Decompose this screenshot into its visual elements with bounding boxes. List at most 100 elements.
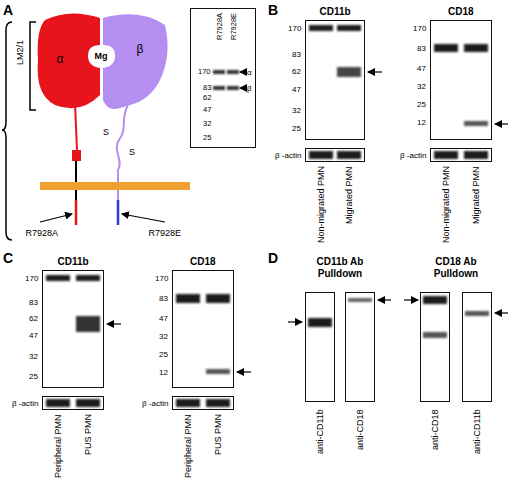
- beta-stem: [117, 105, 128, 225]
- pulldown-strip: anti-CD18: [420, 292, 450, 402]
- antibody-label: R7928E: [149, 228, 182, 238]
- marker-weight: 47: [159, 314, 168, 323]
- lane-label: Peripheral PMN: [53, 414, 63, 478]
- marker-weight: 32: [203, 120, 211, 129]
- panel-heading: CD18 Ab Pulldown: [416, 256, 496, 279]
- disulfide-label: S: [129, 147, 135, 157]
- lane-label: Peripheral PMN: [183, 414, 193, 478]
- alpha-stem: [75, 161, 77, 225]
- bracket: [30, 22, 36, 110]
- lane-label: Migrated PMN: [344, 166, 354, 224]
- marker-weight: 170: [155, 274, 168, 283]
- actin-strip: β -actin: [172, 396, 234, 410]
- marker-weight: 32: [29, 352, 38, 361]
- marker-weight: 170: [413, 24, 426, 33]
- marker-weight: 32: [292, 106, 301, 115]
- blot-text: β -actin: [142, 399, 168, 408]
- blot-frame: CD11b: [305, 20, 365, 140]
- marker-weight: 83: [203, 84, 211, 93]
- marker-weight: 47: [29, 331, 38, 340]
- panel-heading: CD11b Ab Pulldown: [300, 256, 380, 279]
- beta-subunit: [103, 14, 168, 109]
- marker-weight: 83: [292, 50, 301, 59]
- lane-label: anti-CD18: [430, 409, 440, 450]
- marker-weight: 170: [288, 24, 301, 33]
- band-arrow: [240, 72, 246, 73]
- lane-label: anti-CD18: [355, 409, 365, 450]
- marker-weight: 83: [29, 298, 38, 307]
- marker-weight: 25: [292, 124, 301, 133]
- panel-letter: B: [268, 2, 278, 18]
- band-arrows: [107, 72, 508, 372]
- subunit-label: β: [137, 43, 144, 57]
- lane-label: PUS PMN: [213, 414, 223, 455]
- marker-weight: 47: [417, 64, 426, 73]
- alpha-stem: [75, 104, 77, 150]
- marker-weight: 25: [203, 134, 211, 143]
- lane-label: Non-migrated PMN: [316, 166, 326, 243]
- marker-weight: 83: [159, 294, 168, 303]
- actin-strip: β -actin: [42, 396, 104, 410]
- antibody-epitope-label: LM2/1: [15, 40, 25, 65]
- pulldown-strip: anti-CD18: [345, 292, 375, 402]
- marker-weight: 25: [159, 350, 168, 359]
- lane-label: anti-CD11b: [315, 409, 325, 454]
- marker-weight: 47: [203, 106, 211, 115]
- actin-strip: β -actin: [305, 148, 365, 162]
- panel-letter: D: [268, 250, 278, 266]
- panel-letter: C: [3, 250, 13, 266]
- blot-text: α: [247, 68, 252, 77]
- beta-tail: [117, 200, 120, 225]
- lane-label: PUS PMN: [83, 414, 93, 455]
- blot-bands: [46, 25, 489, 407]
- alpha-subunit: [38, 13, 100, 108]
- lane-label: R7928A: [216, 13, 225, 40]
- marker-weight: 47: [292, 85, 301, 94]
- marker-weight: 170: [198, 68, 211, 77]
- marker-weight: 62: [292, 67, 301, 76]
- lane-label: Non-migrated PMN: [441, 166, 451, 243]
- subunit-label: α: [57, 53, 64, 67]
- lane-label: R7928E: [230, 13, 239, 40]
- marker-weight: 25: [417, 100, 426, 109]
- marker-weight: 25: [29, 372, 38, 381]
- marker-weight: 12: [159, 368, 168, 377]
- blot-text: β: [247, 84, 252, 93]
- ion-label: Mg: [95, 51, 108, 61]
- pulldown-strip: anti-CD11b: [462, 292, 492, 402]
- blot-frame: CD11b: [42, 270, 104, 388]
- band-arrow: [240, 88, 246, 89]
- blot-text: β -actin: [275, 151, 301, 160]
- blot-text: β -actin: [400, 151, 426, 160]
- marker-weight: 62: [203, 94, 211, 103]
- panel-letter: A: [3, 2, 13, 18]
- alpha-domain: [72, 150, 81, 161]
- blot-text: CD18: [448, 6, 474, 18]
- marker-weight: 83: [417, 44, 426, 53]
- alpha-tail: [75, 200, 78, 225]
- marker-weight: 32: [417, 82, 426, 91]
- marker-weight: 12: [417, 118, 426, 127]
- membrane: [40, 182, 190, 190]
- inset-blot: R7928A R7928E 170 8362 47 32 25 αβ: [190, 8, 256, 148]
- antibody-label: R7928A: [26, 228, 59, 238]
- blot-text: CD18: [190, 256, 216, 268]
- brace: [2, 22, 12, 240]
- lane-label: anti-CD11b: [472, 409, 482, 454]
- blot-text: CD11b: [320, 6, 351, 18]
- blot-bands: [213, 70, 239, 90]
- blot-text: β -actin: [12, 399, 38, 408]
- lane-label: Migrated PMN: [471, 166, 481, 224]
- disulfide-label: S: [103, 127, 109, 137]
- leader-arrow: [122, 214, 165, 222]
- pulldown-strip: anti-CD11b: [305, 292, 335, 402]
- marker-weight: 62: [29, 314, 38, 323]
- blot-text: CD11b: [58, 256, 89, 268]
- blot-frame: CD18: [430, 20, 492, 140]
- actin-strip: β -actin: [430, 148, 492, 162]
- marker-weight: 170: [25, 274, 38, 283]
- marker-weight: 32: [159, 332, 168, 341]
- leader-arrow: [40, 214, 72, 222]
